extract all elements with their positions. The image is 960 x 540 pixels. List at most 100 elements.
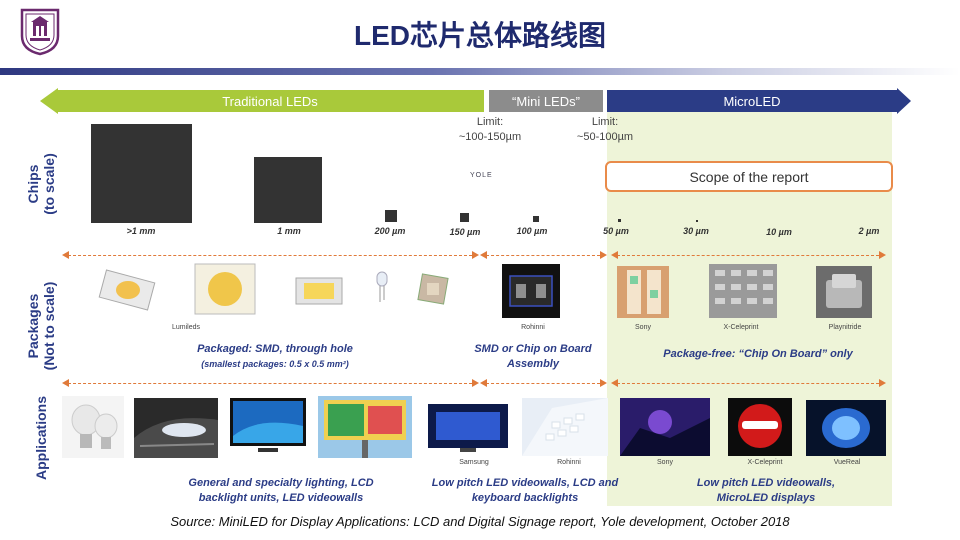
divider-arrow-left — [62, 379, 69, 387]
smd-led-package-image — [294, 274, 344, 308]
chip-size-label: 10 µm — [766, 227, 792, 237]
divider-line — [617, 255, 879, 256]
caption-line: backlight units, LED videowalls — [198, 492, 364, 504]
led-bulbs-image — [62, 396, 124, 458]
divider-arrow-left — [611, 379, 618, 387]
image-credit: Lumileds — [171, 324, 200, 331]
chip-size-label: >1 mm — [126, 226, 156, 236]
through-hole-led-image — [372, 270, 392, 304]
cob-led-package-image — [190, 260, 260, 318]
microled-chip-image — [816, 266, 872, 318]
chip-size-label: 30 µm — [683, 226, 709, 236]
caption-line: General and specialty lighting, LCD — [188, 477, 374, 489]
applications-row-label: Applications — [33, 383, 49, 493]
chip-square — [91, 124, 192, 223]
caption-line: Low pitch LED videowalls, LCD and — [431, 477, 619, 489]
limit-label: Limit: — [591, 116, 619, 128]
caption-line: Low pitch LED videowalls, — [696, 477, 836, 489]
divider-arrow-right — [472, 251, 479, 259]
chips-row-label: Chips (to scale) — [25, 129, 57, 239]
limit-mini-lower: Limit: ~100-150µm — [445, 115, 535, 145]
scope-of-report-box: Scope of the report — [605, 161, 893, 192]
packages-caption-traditional: Packaged: SMD, through hole (smallest pa… — [160, 342, 390, 372]
led-package-image — [92, 262, 164, 318]
chip-square — [460, 213, 469, 222]
source-citation: Source: MiniLED for Display Applications… — [170, 514, 790, 529]
traditional-leds-banner: Traditional LEDs — [56, 90, 484, 112]
limit-mini-upper: Limit: ~50-100µm — [560, 115, 650, 145]
image-credit: Rohinni — [521, 324, 545, 331]
packages-row-label: Packages (Not to scale) — [25, 271, 57, 381]
chip-square — [618, 219, 621, 222]
chip-square — [533, 216, 539, 222]
divider-arrow-left — [611, 251, 618, 259]
divider-line — [486, 383, 600, 384]
tv-screen-image — [228, 396, 308, 458]
chips-label: Chips — [25, 164, 41, 204]
mini-led-chip-image — [502, 264, 560, 318]
microled-wall-image — [620, 398, 710, 456]
applications-caption-micro: Low pitch LED videowalls, MicroLED displ… — [676, 476, 856, 506]
image-credit: X-Celeprint — [723, 324, 759, 331]
left-arrow-head — [40, 88, 58, 114]
limit-value: ~50-100µm — [576, 131, 634, 143]
packages-label: Packages — [25, 293, 41, 359]
divider-arrow-left — [480, 251, 487, 259]
mini-led-tv-image — [426, 400, 510, 456]
divider-line — [68, 383, 472, 384]
videowall-billboard-image — [318, 396, 412, 458]
packages-caption-micro: Package-free: “Chip On Board” only — [630, 347, 886, 362]
divider-arrow-right — [879, 251, 886, 259]
applications-caption-mini: Low pitch LED videowalls, LCD and keyboa… — [416, 476, 634, 506]
caption-subline: (smallest packages: 0.5 x 0.5 mm²) — [201, 359, 349, 369]
divider-line — [617, 383, 879, 384]
caption-line: Assembly — [507, 358, 559, 370]
rgb-led-package-image — [416, 272, 450, 306]
chip-size-label: 150 µm — [449, 227, 481, 237]
divider-arrow-right — [472, 379, 479, 387]
chip-square — [385, 210, 397, 222]
packages-scale-note: (Not to scale) — [41, 281, 57, 371]
divider-arrow-left — [480, 379, 487, 387]
chip-size-label: 2 µm — [858, 226, 880, 236]
packages-caption-mini: SMD or Chip on Board Assembly — [456, 342, 610, 372]
caption-line: keyboard backlights — [471, 492, 579, 504]
microled-array-image — [617, 266, 669, 318]
chip-square — [254, 157, 322, 223]
chip-size-label: 50 µm — [603, 226, 629, 236]
applications-label: Applications — [33, 396, 49, 481]
car-headlight-image — [134, 398, 218, 458]
microled-banner: MicroLED — [607, 90, 897, 112]
divider-line — [486, 255, 600, 256]
right-arrow-head — [897, 88, 911, 114]
image-credit: VueReal — [833, 459, 861, 466]
microled-display-image — [806, 400, 886, 456]
microled-array-image — [709, 264, 777, 318]
caption-line: Package-free: “Chip On Board” only — [663, 348, 853, 360]
divider-arrow-left — [62, 251, 69, 259]
chip-size-label: 1 mm — [277, 226, 301, 236]
applications-caption-traditional: General and specialty lighting, LCD back… — [166, 476, 396, 506]
chip-size-label: 200 µm — [374, 226, 406, 236]
image-credit: Samsung — [459, 459, 489, 466]
mini-leds-banner: “Mini LEDs” — [489, 90, 603, 112]
keyboard-backlight-image — [522, 398, 608, 456]
divider-arrow-right — [600, 251, 607, 259]
divider-line — [68, 255, 472, 256]
chips-scale-note: (to scale) — [41, 153, 57, 215]
image-credit: Playnitride — [828, 324, 862, 331]
limit-label: Limit: — [476, 116, 504, 128]
caption-line: Packaged: SMD, through hole — [197, 343, 353, 355]
caption-line: SMD or Chip on Board — [474, 343, 592, 355]
page-title: LED芯片总体路线图 — [353, 20, 606, 51]
yole-watermark: YOLE — [470, 172, 493, 179]
header-divider — [0, 68, 960, 75]
chip-square — [696, 220, 698, 222]
limit-value: ~100-150µm — [458, 131, 522, 143]
image-credit: Rohinni — [557, 459, 581, 466]
university-seal-logo — [18, 6, 62, 56]
divider-arrow-right — [879, 379, 886, 387]
image-credit: Sony — [635, 324, 651, 331]
caption-line: MicroLED displays — [716, 492, 816, 504]
divider-arrow-right — [600, 379, 607, 387]
